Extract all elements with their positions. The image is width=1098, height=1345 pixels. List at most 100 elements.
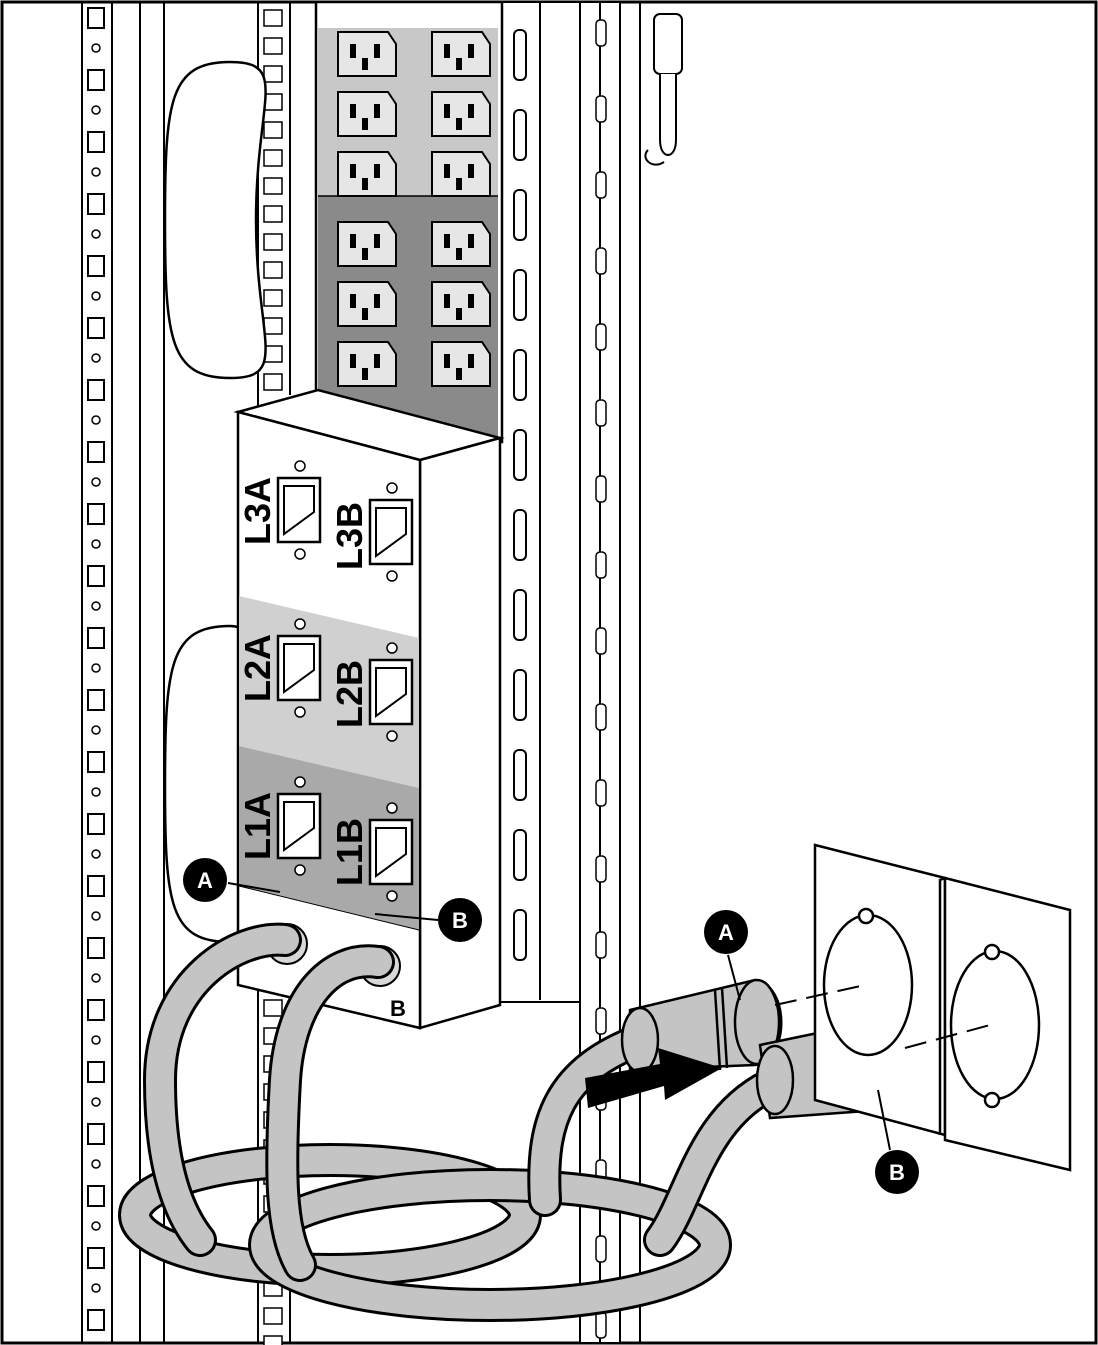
breaker-labels: L3A L3B L2A L2B L1A L1B bbox=[237, 477, 370, 886]
inner-rail-slot bbox=[263, 65, 283, 83]
outlet-ground-pin bbox=[362, 368, 368, 380]
breaker-rocker bbox=[375, 827, 407, 878]
right-rail-small-slot bbox=[595, 551, 607, 579]
outlet-icon bbox=[431, 221, 491, 267]
outlet-body bbox=[337, 31, 397, 77]
breaker-screw bbox=[294, 864, 306, 876]
outlet-ground-pin bbox=[362, 248, 368, 260]
right-rail-small-slot bbox=[595, 171, 607, 199]
rail-round-hole bbox=[91, 1159, 101, 1169]
outlet-body bbox=[337, 341, 397, 387]
pdu-receptacle-strip bbox=[314, 0, 504, 444]
outlet-pin bbox=[350, 234, 356, 248]
right-rail-slot bbox=[513, 749, 527, 801]
outlet-pin bbox=[374, 354, 380, 368]
outlet-pin bbox=[444, 164, 450, 178]
callout-b-box bbox=[438, 898, 482, 942]
rail-round-hole bbox=[91, 787, 101, 797]
right-rail-slot bbox=[513, 589, 527, 641]
inner-rail-slot bbox=[263, 37, 283, 55]
breaker-switch-icon bbox=[368, 802, 414, 902]
right-rail-small-slot bbox=[595, 1235, 607, 1263]
breaker-label-l3b: L3B bbox=[329, 502, 370, 570]
inner-rail-slot bbox=[263, 177, 283, 195]
outlet-icon bbox=[337, 151, 397, 197]
rail-square-hole bbox=[87, 937, 105, 959]
inner-rail-slot bbox=[263, 999, 283, 1017]
outlet-pin bbox=[444, 294, 450, 308]
inner-rail-slot bbox=[263, 317, 283, 335]
outlet-ground-pin bbox=[362, 58, 368, 70]
right-rail-small-slot bbox=[595, 247, 607, 275]
right-rail-small-slot bbox=[595, 1311, 607, 1339]
rail-round-hole bbox=[91, 911, 101, 921]
outlet-body bbox=[337, 281, 397, 327]
inner-rail-slot bbox=[263, 289, 283, 307]
wall-receptacle-a bbox=[813, 843, 947, 1137]
outlet-pin bbox=[350, 354, 356, 368]
rail-square-hole bbox=[87, 131, 105, 153]
outlet-pin bbox=[350, 104, 356, 118]
right-rail-small-slot bbox=[595, 1007, 607, 1035]
rail-holes-left bbox=[87, 7, 105, 1331]
breaker-screw bbox=[386, 642, 398, 654]
breaker-rocker bbox=[375, 667, 407, 718]
breaker-rocker bbox=[283, 485, 315, 536]
rail-round-hole bbox=[91, 105, 101, 115]
rail-square-hole bbox=[87, 1123, 105, 1145]
breaker-screw bbox=[386, 802, 398, 814]
outlet-body bbox=[431, 151, 491, 197]
right-rail-slot bbox=[513, 669, 527, 721]
breaker-screw bbox=[386, 890, 398, 902]
right-rail-slot bbox=[513, 429, 527, 481]
breaker-rocker bbox=[283, 643, 315, 694]
outlet-icon bbox=[431, 341, 491, 387]
breaker-screw bbox=[386, 730, 398, 742]
breaker-label-l3a: L3A bbox=[237, 477, 278, 545]
rail-square-hole bbox=[87, 317, 105, 339]
breaker-label-l2b: L2B bbox=[329, 660, 370, 728]
rack-rail-right bbox=[499, 1, 641, 1344]
rail-round-hole bbox=[91, 353, 101, 363]
outlet-pin bbox=[444, 234, 450, 248]
right-rail-small-slot bbox=[595, 779, 607, 807]
rail-square-hole bbox=[87, 1061, 105, 1083]
outlet-body bbox=[431, 281, 491, 327]
outlet-icon bbox=[337, 341, 397, 387]
breaker-switch-icon bbox=[276, 618, 322, 718]
outlet-pin bbox=[374, 44, 380, 58]
outlet-icon bbox=[431, 151, 491, 197]
rail-square-hole bbox=[87, 379, 105, 401]
outlet-ground-pin bbox=[456, 58, 462, 70]
right-rail-slot bbox=[513, 829, 527, 881]
right-rail-small-slot bbox=[595, 475, 607, 503]
rail-square-hole bbox=[87, 875, 105, 897]
outlet-ground-pin bbox=[456, 368, 462, 380]
inner-rail-slot bbox=[263, 9, 283, 27]
rail-round-hole bbox=[91, 1221, 101, 1231]
breaker-switch-icon bbox=[276, 460, 322, 560]
wall-receptacle-b bbox=[943, 876, 1072, 1172]
inner-rail-slot bbox=[263, 205, 283, 223]
outlet-icon bbox=[431, 91, 491, 137]
panel-cutout-upper bbox=[163, 60, 267, 380]
outlet-pin bbox=[350, 294, 356, 308]
breaker-label-l1b: L1B bbox=[329, 818, 370, 886]
outlet-ground-pin bbox=[456, 308, 462, 320]
breaker-rocker bbox=[283, 801, 315, 852]
breaker-label-l1a: L1A bbox=[237, 792, 278, 860]
outlet-ground-pin bbox=[456, 178, 462, 190]
outlet-ground-pin bbox=[362, 118, 368, 130]
rail-square-hole bbox=[87, 193, 105, 215]
rail-slots-right bbox=[513, 19, 607, 1339]
breaker-screw bbox=[294, 618, 306, 630]
rail-square-hole bbox=[87, 627, 105, 649]
breaker-switches bbox=[276, 460, 414, 902]
receptacle-group bbox=[337, 31, 491, 387]
right-rail-small-slot bbox=[595, 399, 607, 427]
outlet-pin bbox=[350, 164, 356, 178]
rail-square-hole bbox=[87, 565, 105, 587]
breaker-screw bbox=[386, 482, 398, 494]
